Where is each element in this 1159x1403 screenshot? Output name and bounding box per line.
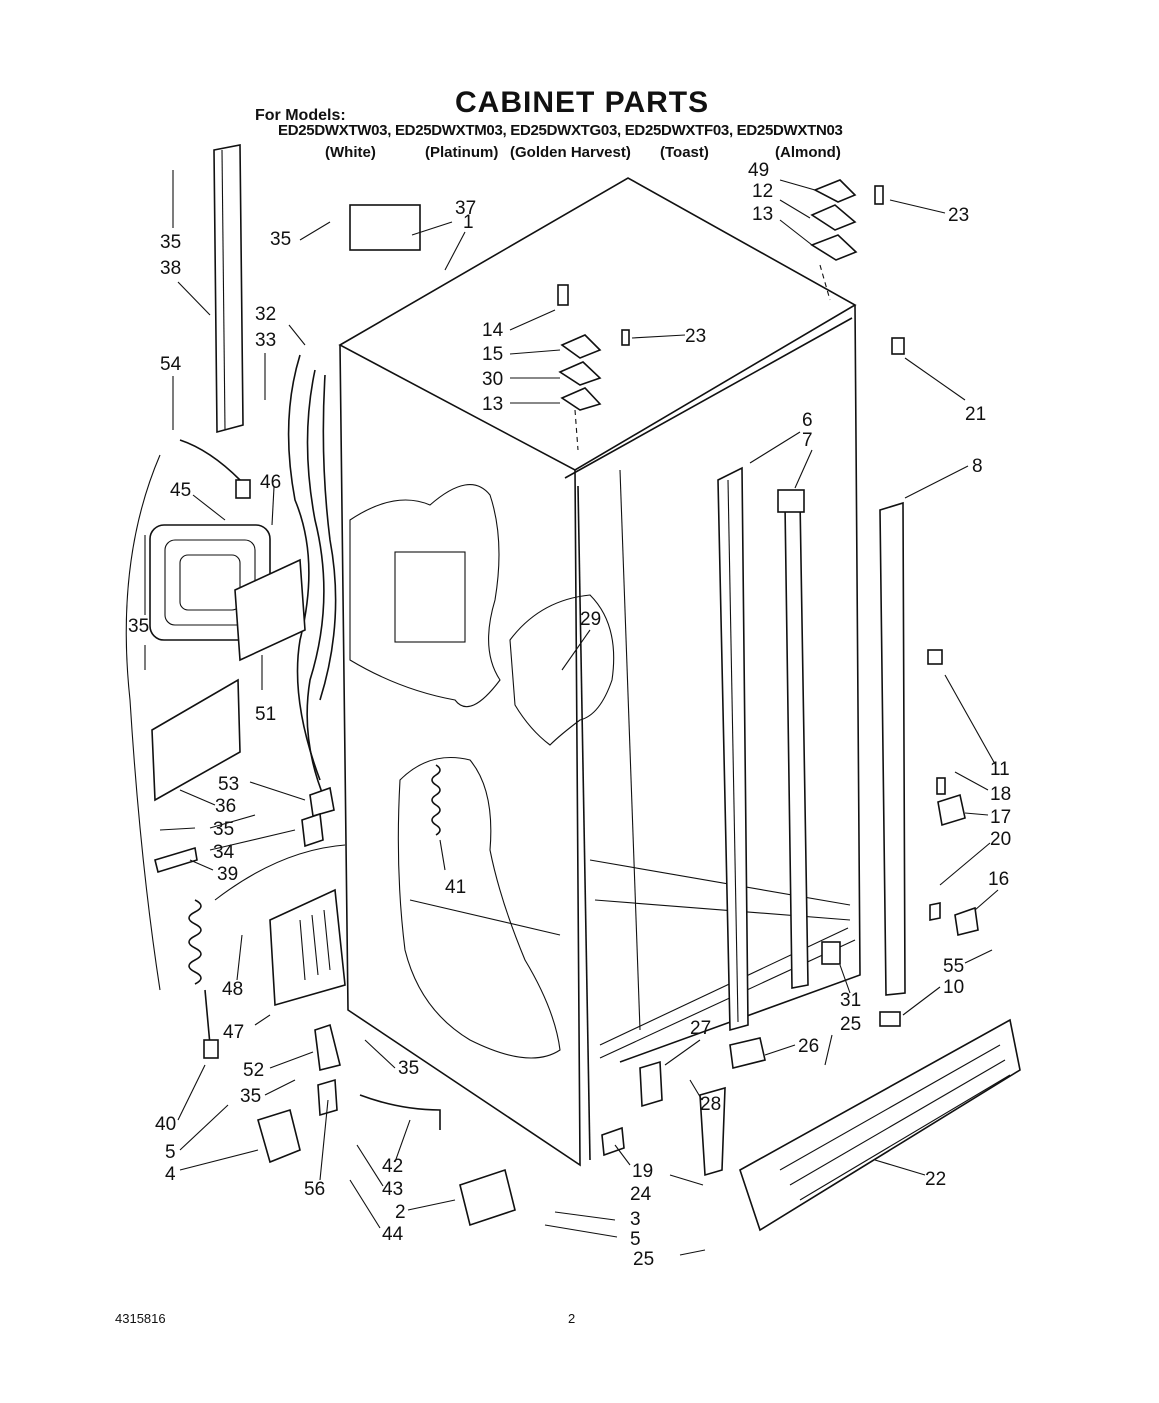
callout-7: 7	[802, 430, 813, 451]
callout-23: 23	[685, 326, 706, 347]
callout-34: 34	[213, 842, 235, 863]
callout-35: 35	[213, 819, 234, 840]
left-side-components	[125, 204, 421, 1059]
callout-32: 32	[255, 304, 276, 325]
callout-24: 24	[630, 1184, 652, 1205]
callout-52: 52	[243, 1060, 264, 1081]
callout-26: 26	[798, 1036, 819, 1057]
callout-46: 46	[260, 472, 281, 493]
callout-5: 5	[630, 1229, 641, 1250]
callout-55: 55	[943, 956, 964, 977]
callout-35: 35	[240, 1086, 261, 1107]
callout-21: 21	[965, 404, 986, 425]
callout-33: 33	[255, 330, 276, 351]
color-label-platinum: (Platinum)	[425, 144, 499, 161]
trim-strip-38	[213, 144, 244, 434]
callout-39: 39	[217, 864, 238, 885]
callout-35: 35	[398, 1058, 419, 1079]
callout-56: 56	[304, 1179, 325, 1200]
callout-2: 2	[395, 1202, 406, 1223]
callout-4: 4	[165, 1164, 176, 1185]
callout-48: 48	[222, 979, 243, 1000]
callout-31: 31	[840, 990, 861, 1011]
color-label-white: (White)	[325, 144, 376, 161]
callout-42: 42	[382, 1156, 403, 1177]
callout-36: 36	[215, 796, 236, 817]
callout-22: 22	[925, 1169, 946, 1190]
callout-28: 28	[700, 1094, 721, 1115]
callout-30: 30	[482, 369, 503, 390]
callout-43: 43	[382, 1179, 403, 1200]
callout-25: 25	[840, 1014, 861, 1035]
callout-51: 51	[255, 704, 276, 725]
callout-3: 3	[630, 1209, 641, 1230]
callout-5: 5	[165, 1142, 176, 1163]
callout-16: 16	[988, 869, 1009, 890]
model-numbers: ED25DWXTW03, ED25DWXTM03, ED25DWXTG03, E…	[278, 122, 843, 139]
callout-25: 25	[633, 1249, 654, 1270]
callout-1: 1	[463, 212, 474, 233]
document-number: 4315816	[115, 1311, 166, 1326]
callout-41: 41	[445, 877, 466, 898]
page-number: 2	[568, 1311, 576, 1326]
callout-35: 35	[128, 616, 149, 637]
callout-44: 44	[382, 1224, 404, 1245]
color-label-toast: (Toast)	[660, 144, 709, 161]
callout-49: 49	[748, 160, 769, 181]
top-hinge-parts	[557, 179, 884, 451]
cabinet-body	[338, 177, 861, 1167]
callout-45: 45	[170, 480, 191, 501]
callout-8: 8	[972, 456, 983, 477]
callout-27: 27	[690, 1018, 711, 1039]
bottom-parts	[257, 337, 1021, 1232]
callout-13: 13	[482, 394, 503, 415]
callout-37: 37	[455, 198, 476, 219]
callout-29: 29	[580, 609, 601, 630]
leader-lines	[144, 170, 999, 1256]
callout-17: 17	[990, 807, 1011, 828]
callout-54: 54	[160, 354, 182, 375]
callout-38: 38	[160, 258, 181, 279]
for-models-label: For Models:	[255, 107, 346, 124]
callout-35: 35	[270, 229, 291, 250]
callout-12: 12	[752, 181, 773, 202]
callout-11: 11	[990, 759, 1010, 780]
callout-40: 40	[155, 1114, 176, 1135]
callout-10: 10	[943, 977, 964, 998]
color-label-golden-harvest: (Golden Harvest)	[510, 144, 631, 161]
color-label-almond: (Almond)	[775, 144, 841, 161]
callout-53: 53	[218, 774, 239, 795]
breaker-strips	[717, 466, 906, 1032]
callout-18: 18	[990, 784, 1011, 805]
callout-14: 14	[482, 320, 504, 341]
callout-19: 19	[632, 1161, 653, 1182]
callout-35: 35	[160, 232, 181, 253]
callout-15: 15	[482, 344, 503, 365]
callout-47: 47	[223, 1022, 244, 1043]
callout-numbers: 1 37 35 38 35 32 33 54 45 46 35 51 53 36…	[128, 160, 1011, 1270]
page-title: CABINET PARTS	[455, 86, 710, 119]
callout-23: 23	[948, 205, 969, 226]
callout-13: 13	[752, 204, 773, 225]
callout-6: 6	[802, 410, 813, 431]
callout-20: 20	[990, 829, 1011, 850]
